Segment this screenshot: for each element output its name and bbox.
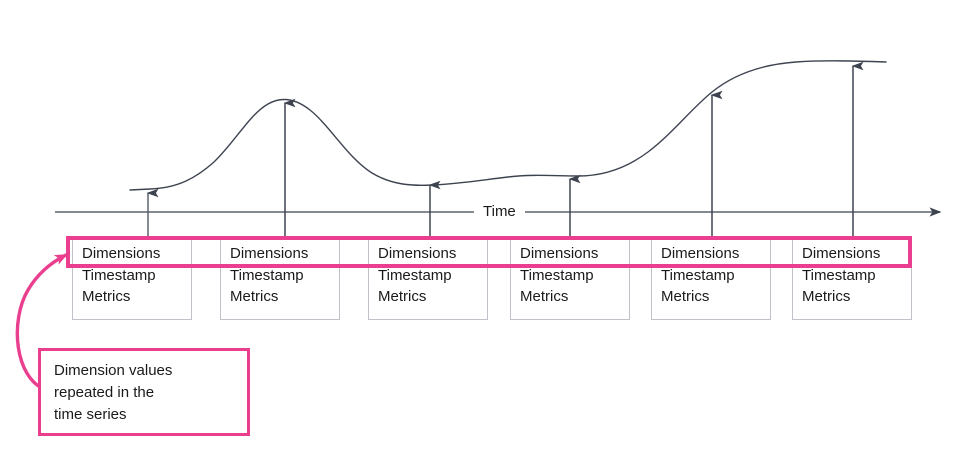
record-metrics-label: Metrics: [802, 288, 851, 305]
record-dimensions-label: Dimensions: [230, 245, 309, 262]
record-dimensions-label: Dimensions: [378, 245, 457, 262]
record-dimensions-label: Dimensions: [82, 245, 161, 262]
record-box-3[interactable]: Dimensions Timestamp Metrics: [368, 238, 488, 320]
record-metrics-label: Metrics: [378, 288, 427, 305]
record-dimensions-label: Dimensions: [520, 245, 599, 262]
record-box-2[interactable]: Dimensions Timestamp Metrics: [220, 238, 340, 320]
record-timestamp-label: Timestamp: [378, 266, 452, 284]
record-metrics-label: Metrics: [661, 288, 710, 305]
record-timestamp-label: Timestamp: [230, 266, 304, 284]
callout-line-3: time series: [54, 406, 127, 423]
axis-label-time: Time: [474, 203, 525, 221]
record-timestamp-label: Timestamp: [661, 266, 735, 284]
record-box-5[interactable]: Dimensions Timestamp Metrics: [651, 238, 771, 320]
time-series-curve: [129, 60, 887, 191]
callout-connector-arrow: [15, 253, 68, 392]
record-box-4[interactable]: Dimensions Timestamp Metrics: [510, 238, 630, 320]
callout-box: Dimension values repeated in the time se…: [38, 348, 250, 436]
callout-line-1: Dimension values: [54, 362, 173, 379]
record-timestamp-label: Timestamp: [802, 266, 876, 284]
record-metrics-label: Metrics: [82, 288, 131, 305]
record-timestamp-label: Timestamp: [82, 266, 156, 284]
record-box-6[interactable]: Dimensions Timestamp Metrics: [792, 238, 912, 320]
record-dimensions-label: Dimensions: [802, 245, 881, 262]
sample-arrows: [146, 61, 864, 238]
record-metrics-label: Metrics: [230, 288, 279, 305]
record-box-1[interactable]: Dimensions Timestamp Metrics: [72, 238, 192, 320]
callout-line-2: repeated in the: [54, 384, 155, 401]
record-timestamp-label: Timestamp: [520, 266, 594, 284]
record-metrics-label: Metrics: [520, 288, 569, 305]
record-dimensions-label: Dimensions: [661, 245, 740, 262]
